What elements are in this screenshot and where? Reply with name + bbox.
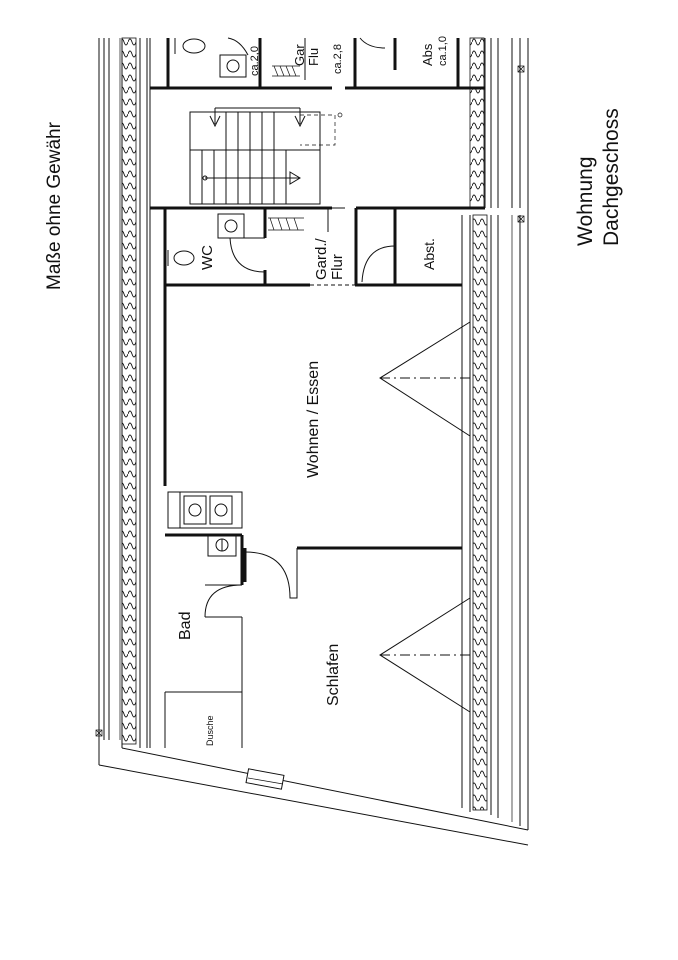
neighbor-sink	[219, 54, 247, 78]
wc-toilet	[167, 250, 195, 266]
left-roof-wall	[95, 37, 151, 748]
gable-window	[245, 768, 285, 790]
living-room: Wohnen / Essen	[297, 321, 471, 550]
service-rooms: WC Gard./ Flur Abst.	[163, 207, 462, 486]
flur-label-2: Flur	[329, 254, 346, 280]
roof-window-living	[379, 321, 471, 437]
left-insulation	[121, 37, 137, 745]
stairwell	[150, 86, 486, 210]
bad-label: Bad	[177, 612, 194, 640]
kitchen-counter	[167, 491, 243, 529]
wc-sink	[217, 213, 245, 239]
disclaimer-note: Maße ohne Gewähr	[44, 121, 65, 290]
wc-label: WC	[199, 245, 216, 270]
bedroom: Schlafen	[243, 548, 471, 713]
bathroom: Bad Dusche	[164, 533, 244, 748]
neighbor-flur-label-2: Flu	[306, 48, 321, 66]
neighbor-abst-area: ca.1,0	[437, 36, 449, 66]
bath-sink	[207, 533, 237, 557]
bottom-gable-wall	[98, 740, 529, 846]
neighbor-toilet	[174, 38, 206, 54]
neighbor-unit: ca.2,0 Gar Flu ca.2,8 Abs ca.1,0	[166, 36, 460, 88]
neighbor-flur-label-1: Gar	[292, 44, 307, 66]
right-insulation	[472, 214, 488, 811]
sheet-title-2: Dachgeschoss	[600, 108, 623, 246]
neighbor-flur-area: ca.2,8	[332, 44, 344, 74]
schlafen-label: Schlafen	[325, 644, 342, 706]
neighbor-abst-label: Abs	[420, 43, 435, 66]
right-roof-wall	[461, 37, 529, 830]
sheet-title-1: Wohnung	[574, 156, 597, 246]
abst-label: Abst.	[421, 238, 437, 270]
dusche-label: Dusche	[205, 715, 215, 746]
neighbor-wc-area: ca.2,0	[249, 46, 261, 76]
flur-label-1: Gard./	[313, 237, 330, 280]
roof-window-bedroom	[379, 597, 471, 713]
wohnen-label: Wohnen / Essen	[305, 361, 322, 478]
